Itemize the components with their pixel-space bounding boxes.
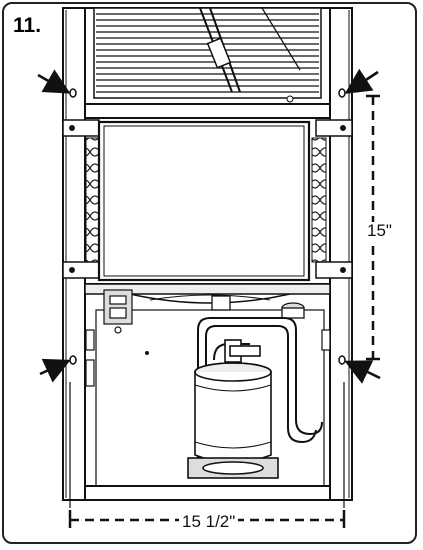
coil-panel bbox=[97, 120, 311, 282]
top-grille bbox=[84, 7, 331, 119]
arrow-icon bbox=[39, 358, 71, 383]
screw-hole-top-right bbox=[338, 88, 346, 98]
screw-hole-bottom-left bbox=[69, 355, 77, 365]
control-box bbox=[103, 289, 133, 334]
condenser-coil bbox=[85, 137, 327, 263]
height-dimension bbox=[366, 94, 380, 361]
width-dimension-label: 15 1/2" bbox=[179, 513, 239, 531]
bracket-bottom-right bbox=[315, 261, 353, 279]
mounting-brackets bbox=[62, 119, 353, 279]
bracket-top-right bbox=[315, 119, 353, 137]
capacitor bbox=[211, 295, 305, 319]
screw-hole-bottom-right bbox=[338, 355, 346, 365]
bracket-bottom-left bbox=[62, 261, 100, 279]
side-tabs bbox=[85, 329, 331, 387]
step-number: 11. bbox=[13, 14, 42, 37]
compressor bbox=[187, 339, 279, 479]
arrow-icon bbox=[344, 360, 381, 384]
arrow-icon bbox=[344, 68, 379, 94]
screw-hole-top-left bbox=[69, 88, 77, 98]
height-dimension-label: 15" bbox=[367, 221, 392, 240]
bracket-top-left bbox=[62, 119, 100, 137]
arrow-icon bbox=[37, 69, 71, 94]
